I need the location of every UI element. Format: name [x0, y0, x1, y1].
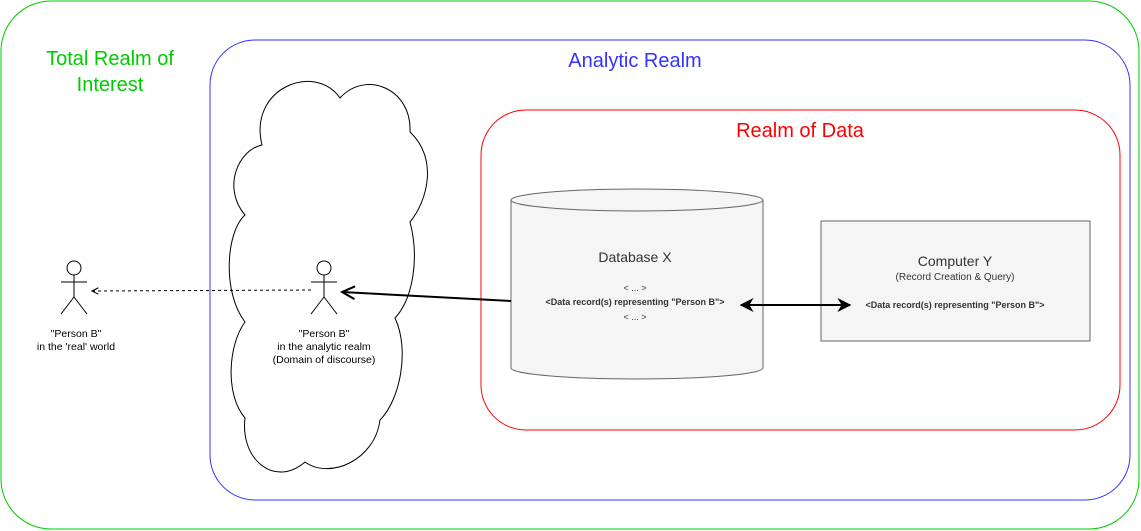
dashed-arrow-to-real-person: [92, 290, 312, 291]
database-record: <Data record(s) representing "Person B">: [545, 297, 724, 307]
total-realm-title-line2: Interest: [77, 74, 144, 96]
cylinder-top-rim: [510, 199, 764, 212]
analytic-realm-title: Analytic Realm: [568, 50, 701, 72]
actor-stick-figure-icon: [310, 260, 338, 315]
data-realm-boundary: [480, 109, 1121, 431]
database-ellipsis-top: < ... >: [623, 283, 646, 293]
analytic-realm-boundary: [209, 39, 1131, 501]
computer-box: [820, 220, 1091, 342]
realm-of-data: Realm of Data: [480, 109, 1121, 431]
arrow-database-to-analytic-person: [342, 292, 512, 302]
computer-y: Computer Y (Record Creation & Query) <Da…: [820, 220, 1091, 342]
person-real-label-line2: in the 'real' world: [37, 341, 115, 353]
database-ellipsis-bottom: < ... >: [623, 312, 646, 322]
total-realm-title-line1: Total Realm of: [46, 48, 174, 70]
database-x: Database X < ... > <Data record(s) repre…: [510, 188, 764, 380]
database-title: Database X: [598, 249, 672, 265]
computer-title: Computer Y: [918, 253, 993, 269]
person-analytic-label-line2: in the analytic realm: [277, 341, 371, 353]
domain-of-discourse-cloud: [228, 81, 428, 473]
analytic-realm: Analytic Realm: [209, 39, 1131, 501]
actor-stick-figure-icon: [60, 260, 88, 315]
person-real-label-line1: "Person B": [51, 328, 102, 340]
computer-subtitle: (Record Creation & Query): [896, 272, 1015, 283]
person-analytic: "Person B" in the analytic realm (Domain…: [273, 260, 376, 366]
person-analytic-label-line1: "Person B": [299, 328, 350, 340]
computer-record: <Data record(s) representing "Person B">: [865, 300, 1044, 310]
data-realm-title: Realm of Data: [736, 120, 865, 142]
person-real: "Person B" in the 'real' world: [37, 260, 115, 353]
person-analytic-label-line3: (Domain of discourse): [273, 354, 376, 366]
cylinder-database-icon: [510, 188, 764, 380]
